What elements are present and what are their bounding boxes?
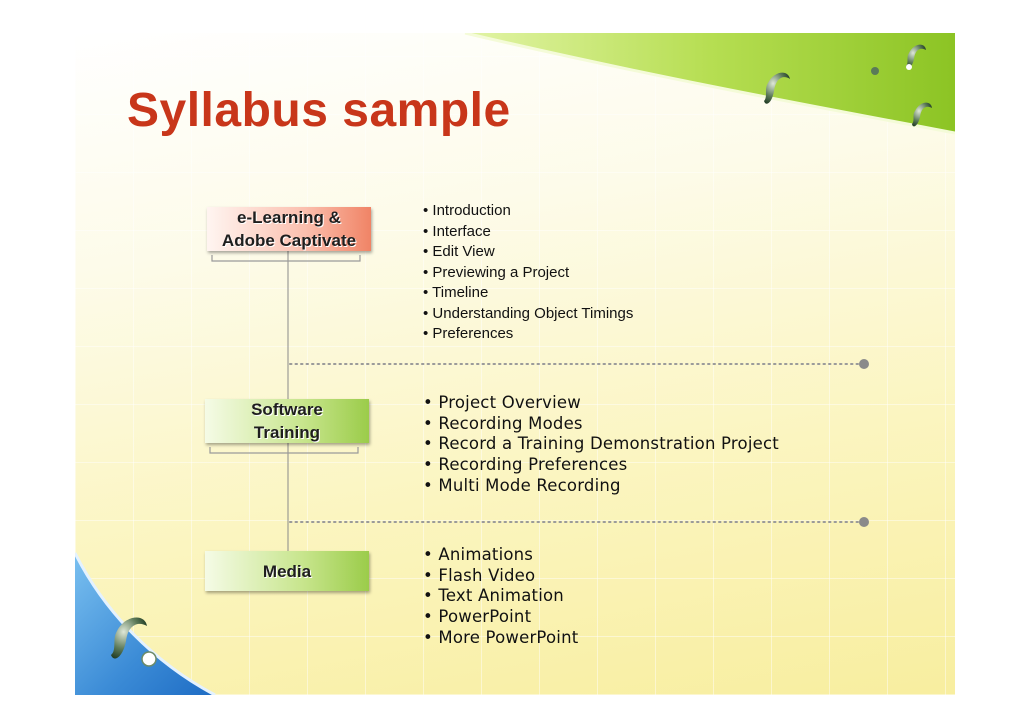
section-label-media: Media [205,551,369,591]
list-item: Project Overview [423,393,779,414]
leaf-sprout-icon [111,617,147,659]
list-item: Edit View [423,242,633,263]
list-item: Understanding Object Timings [423,304,633,325]
list-item: Flash Video [423,566,578,587]
list-item: Animations [423,545,578,566]
sprout-bud [871,67,879,75]
leaf-sprout-icon [912,102,932,127]
list-item: Multi Mode Recording [423,476,779,497]
list-item: Recording Preferences [423,455,779,476]
section-label-line: Media [262,561,312,581]
section-label-software-training: Software Training [205,399,369,443]
topic-list-elearning: Introduction Interface Edit View Preview… [423,201,633,345]
green-swoosh [465,33,955,133]
green-swoosh-edge [464,33,955,135]
list-item: Record a Training Demonstration Project [423,434,779,455]
blue-swoosh-edge [75,552,216,695]
box-underline [209,447,359,454]
slide-title: Syllabus sample [127,84,511,137]
list-item: Introduction [423,201,633,222]
leaf-sprout-icon [906,44,926,69]
list-item: Text Animation [423,586,578,607]
section-label-line: e-Learning & [237,208,341,227]
box-underline [211,255,361,262]
list-item: Timeline [423,283,633,304]
separator-dot [859,517,869,527]
leaf-sprout-icon [764,72,790,104]
sprout-bud [141,651,157,667]
slide: Syllabus sample e-Learning & Adobe Capti… [75,33,955,695]
section-label-elearning: e-Learning & Adobe Captivate [207,207,371,251]
list-item: Previewing a Project [423,263,633,284]
list-item: Recording Modes [423,414,779,435]
topic-list-media: Animations Flash Video Text Animation Po… [423,545,578,649]
section-label-line: Training [253,423,321,442]
slide-decoration [75,33,955,695]
sprout-bud [906,64,912,70]
list-item: Interface [423,222,633,243]
section-label-line: Software [251,400,323,419]
section-label-line: Adobe Captivate [221,231,357,250]
topic-list-software-training: Project Overview Recording Modes Record … [423,393,779,497]
separator-dot [859,359,869,369]
blue-swoosh [75,553,215,695]
list-item: PowerPoint [423,607,578,628]
list-item: Preferences [423,324,633,345]
list-item: More PowerPoint [423,628,578,649]
